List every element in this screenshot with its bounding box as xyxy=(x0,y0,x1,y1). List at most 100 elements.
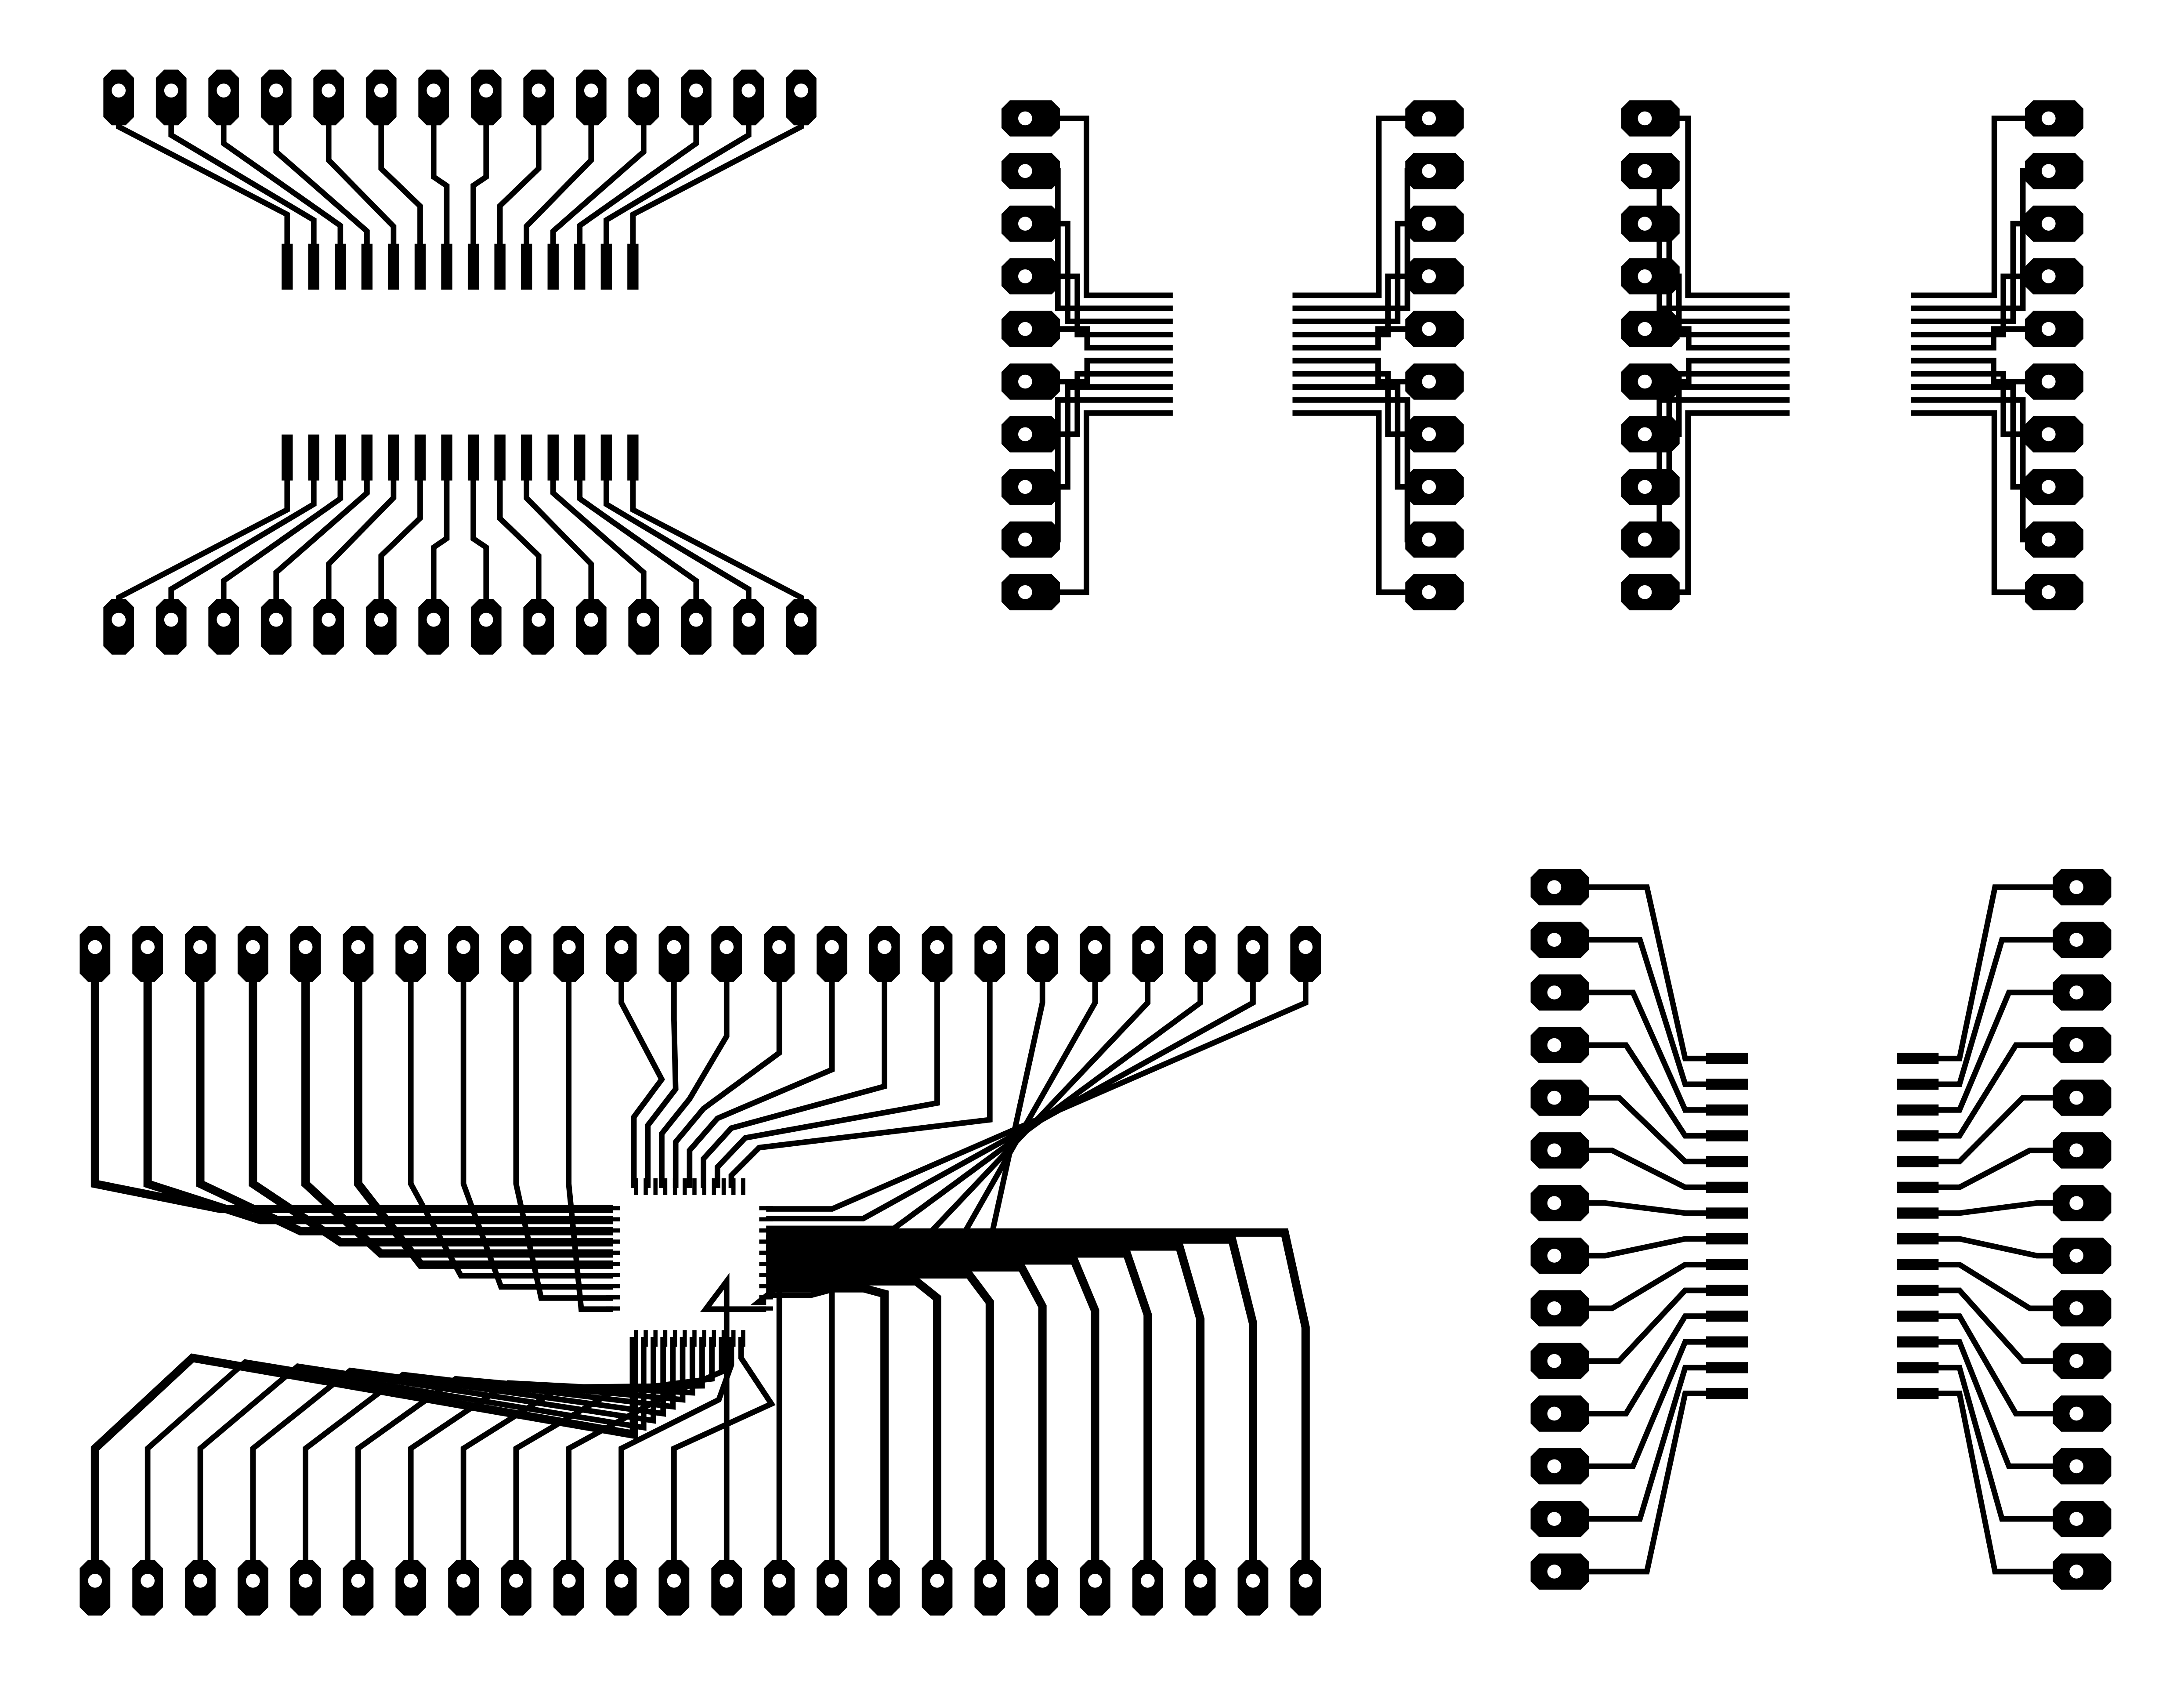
pad-hole xyxy=(2041,480,2056,494)
trace xyxy=(143,954,613,1224)
pad-hole xyxy=(2041,164,2056,178)
pad-hole xyxy=(141,940,155,954)
trace xyxy=(618,1337,734,1588)
pad-hole xyxy=(164,83,178,98)
smd-pin xyxy=(692,1178,697,1195)
pad-hole xyxy=(1298,1574,1313,1588)
smd-pin xyxy=(1897,1233,1939,1245)
pad-hole xyxy=(561,1574,576,1588)
pad-hole xyxy=(2041,427,2056,442)
pad-hole xyxy=(772,940,786,954)
smd-pin xyxy=(521,243,532,290)
pad-hole xyxy=(141,1574,155,1588)
pad-hole xyxy=(1547,1512,1562,1526)
smd-pin xyxy=(759,1273,774,1277)
pad-hole xyxy=(2041,585,2056,599)
smd-pin xyxy=(1706,1207,1748,1219)
smd-pin xyxy=(721,1330,726,1347)
smd-pin xyxy=(1706,1079,1748,1090)
pad-hole xyxy=(2069,1354,2084,1368)
pad-hole xyxy=(374,612,388,627)
pad-hole xyxy=(636,83,651,98)
smd-pin xyxy=(1706,1104,1748,1116)
trace xyxy=(460,954,613,1290)
pad-hole xyxy=(164,612,178,627)
smd-pin xyxy=(600,435,612,481)
pad-hole xyxy=(1422,217,1436,231)
trace xyxy=(460,1337,705,1588)
pad-hole xyxy=(1547,1406,1562,1421)
trace xyxy=(378,97,423,258)
pad-hole xyxy=(1193,1574,1208,1588)
pad-hole xyxy=(2069,1512,2084,1526)
smd-pin xyxy=(606,1217,620,1222)
smd-fanout-pair xyxy=(103,69,817,655)
smd-pin xyxy=(361,243,373,290)
pad-hole xyxy=(689,612,703,627)
smd-pin xyxy=(634,1330,638,1347)
smd-pin xyxy=(712,1178,716,1195)
pad-hole xyxy=(1638,217,1652,231)
pad-hole xyxy=(1547,1459,1562,1474)
trace xyxy=(470,466,489,627)
pad-hole xyxy=(269,83,283,98)
pad-hole xyxy=(322,612,336,627)
smd-pin xyxy=(1706,1156,1748,1167)
pad-hole xyxy=(2041,322,2056,336)
pad-hole xyxy=(1088,1574,1102,1588)
smd-pin xyxy=(1897,1285,1939,1296)
trace xyxy=(566,1337,725,1588)
smd-pin xyxy=(335,243,346,290)
pad-hole xyxy=(88,1574,102,1588)
smd-pin xyxy=(1897,1259,1939,1271)
smd-pin xyxy=(606,1228,620,1233)
smd-pin xyxy=(606,1284,620,1289)
pad-hole xyxy=(877,940,892,954)
pad-hole xyxy=(1638,480,1652,494)
pad-hole xyxy=(1422,164,1436,178)
pad-hole xyxy=(298,1574,313,1588)
smd-pin xyxy=(388,435,399,481)
smd-pin xyxy=(547,243,559,290)
trace xyxy=(766,1256,1099,1588)
smd-pin xyxy=(467,435,479,481)
pad-hole xyxy=(2041,111,2056,126)
smd-pin xyxy=(653,1330,658,1347)
smd-pin xyxy=(692,1330,697,1347)
pad-hole xyxy=(2069,1038,2084,1052)
pad-hole xyxy=(2041,217,2056,231)
smd-pin xyxy=(1706,1233,1748,1245)
pad-hole xyxy=(741,612,756,627)
trace xyxy=(566,954,613,1312)
pad-hole xyxy=(584,612,598,627)
pad-hole xyxy=(1140,1574,1155,1588)
pad-hole xyxy=(2069,1565,2084,1579)
pad-hole xyxy=(772,1574,786,1588)
trace xyxy=(470,97,489,258)
trace xyxy=(1910,116,2054,298)
dual-row-adapter-left-a xyxy=(1001,100,1173,611)
smd-pin xyxy=(741,1178,745,1195)
pad-hole xyxy=(1298,940,1313,954)
pad-hole xyxy=(479,612,493,627)
pad-hole xyxy=(877,1574,892,1588)
smd-pin xyxy=(759,1217,774,1222)
smd-pin xyxy=(414,243,426,290)
pad-hole xyxy=(1422,427,1436,442)
pad-hole xyxy=(217,612,231,627)
smd-pin xyxy=(663,1178,668,1195)
smd-pin xyxy=(441,435,452,481)
trace xyxy=(430,466,450,627)
smd-pin xyxy=(361,435,373,481)
pad-hole xyxy=(667,940,681,954)
smd-pin xyxy=(600,243,612,290)
smd-pin xyxy=(308,435,319,481)
pad-hole xyxy=(584,83,598,98)
smd-pin xyxy=(547,435,559,481)
pad-hole xyxy=(2069,1196,2084,1210)
pad-hole xyxy=(2069,880,2084,895)
smd-pin xyxy=(1897,1053,1939,1064)
trace xyxy=(645,954,679,1188)
trace xyxy=(714,954,940,1188)
smd-pin xyxy=(606,1250,620,1255)
